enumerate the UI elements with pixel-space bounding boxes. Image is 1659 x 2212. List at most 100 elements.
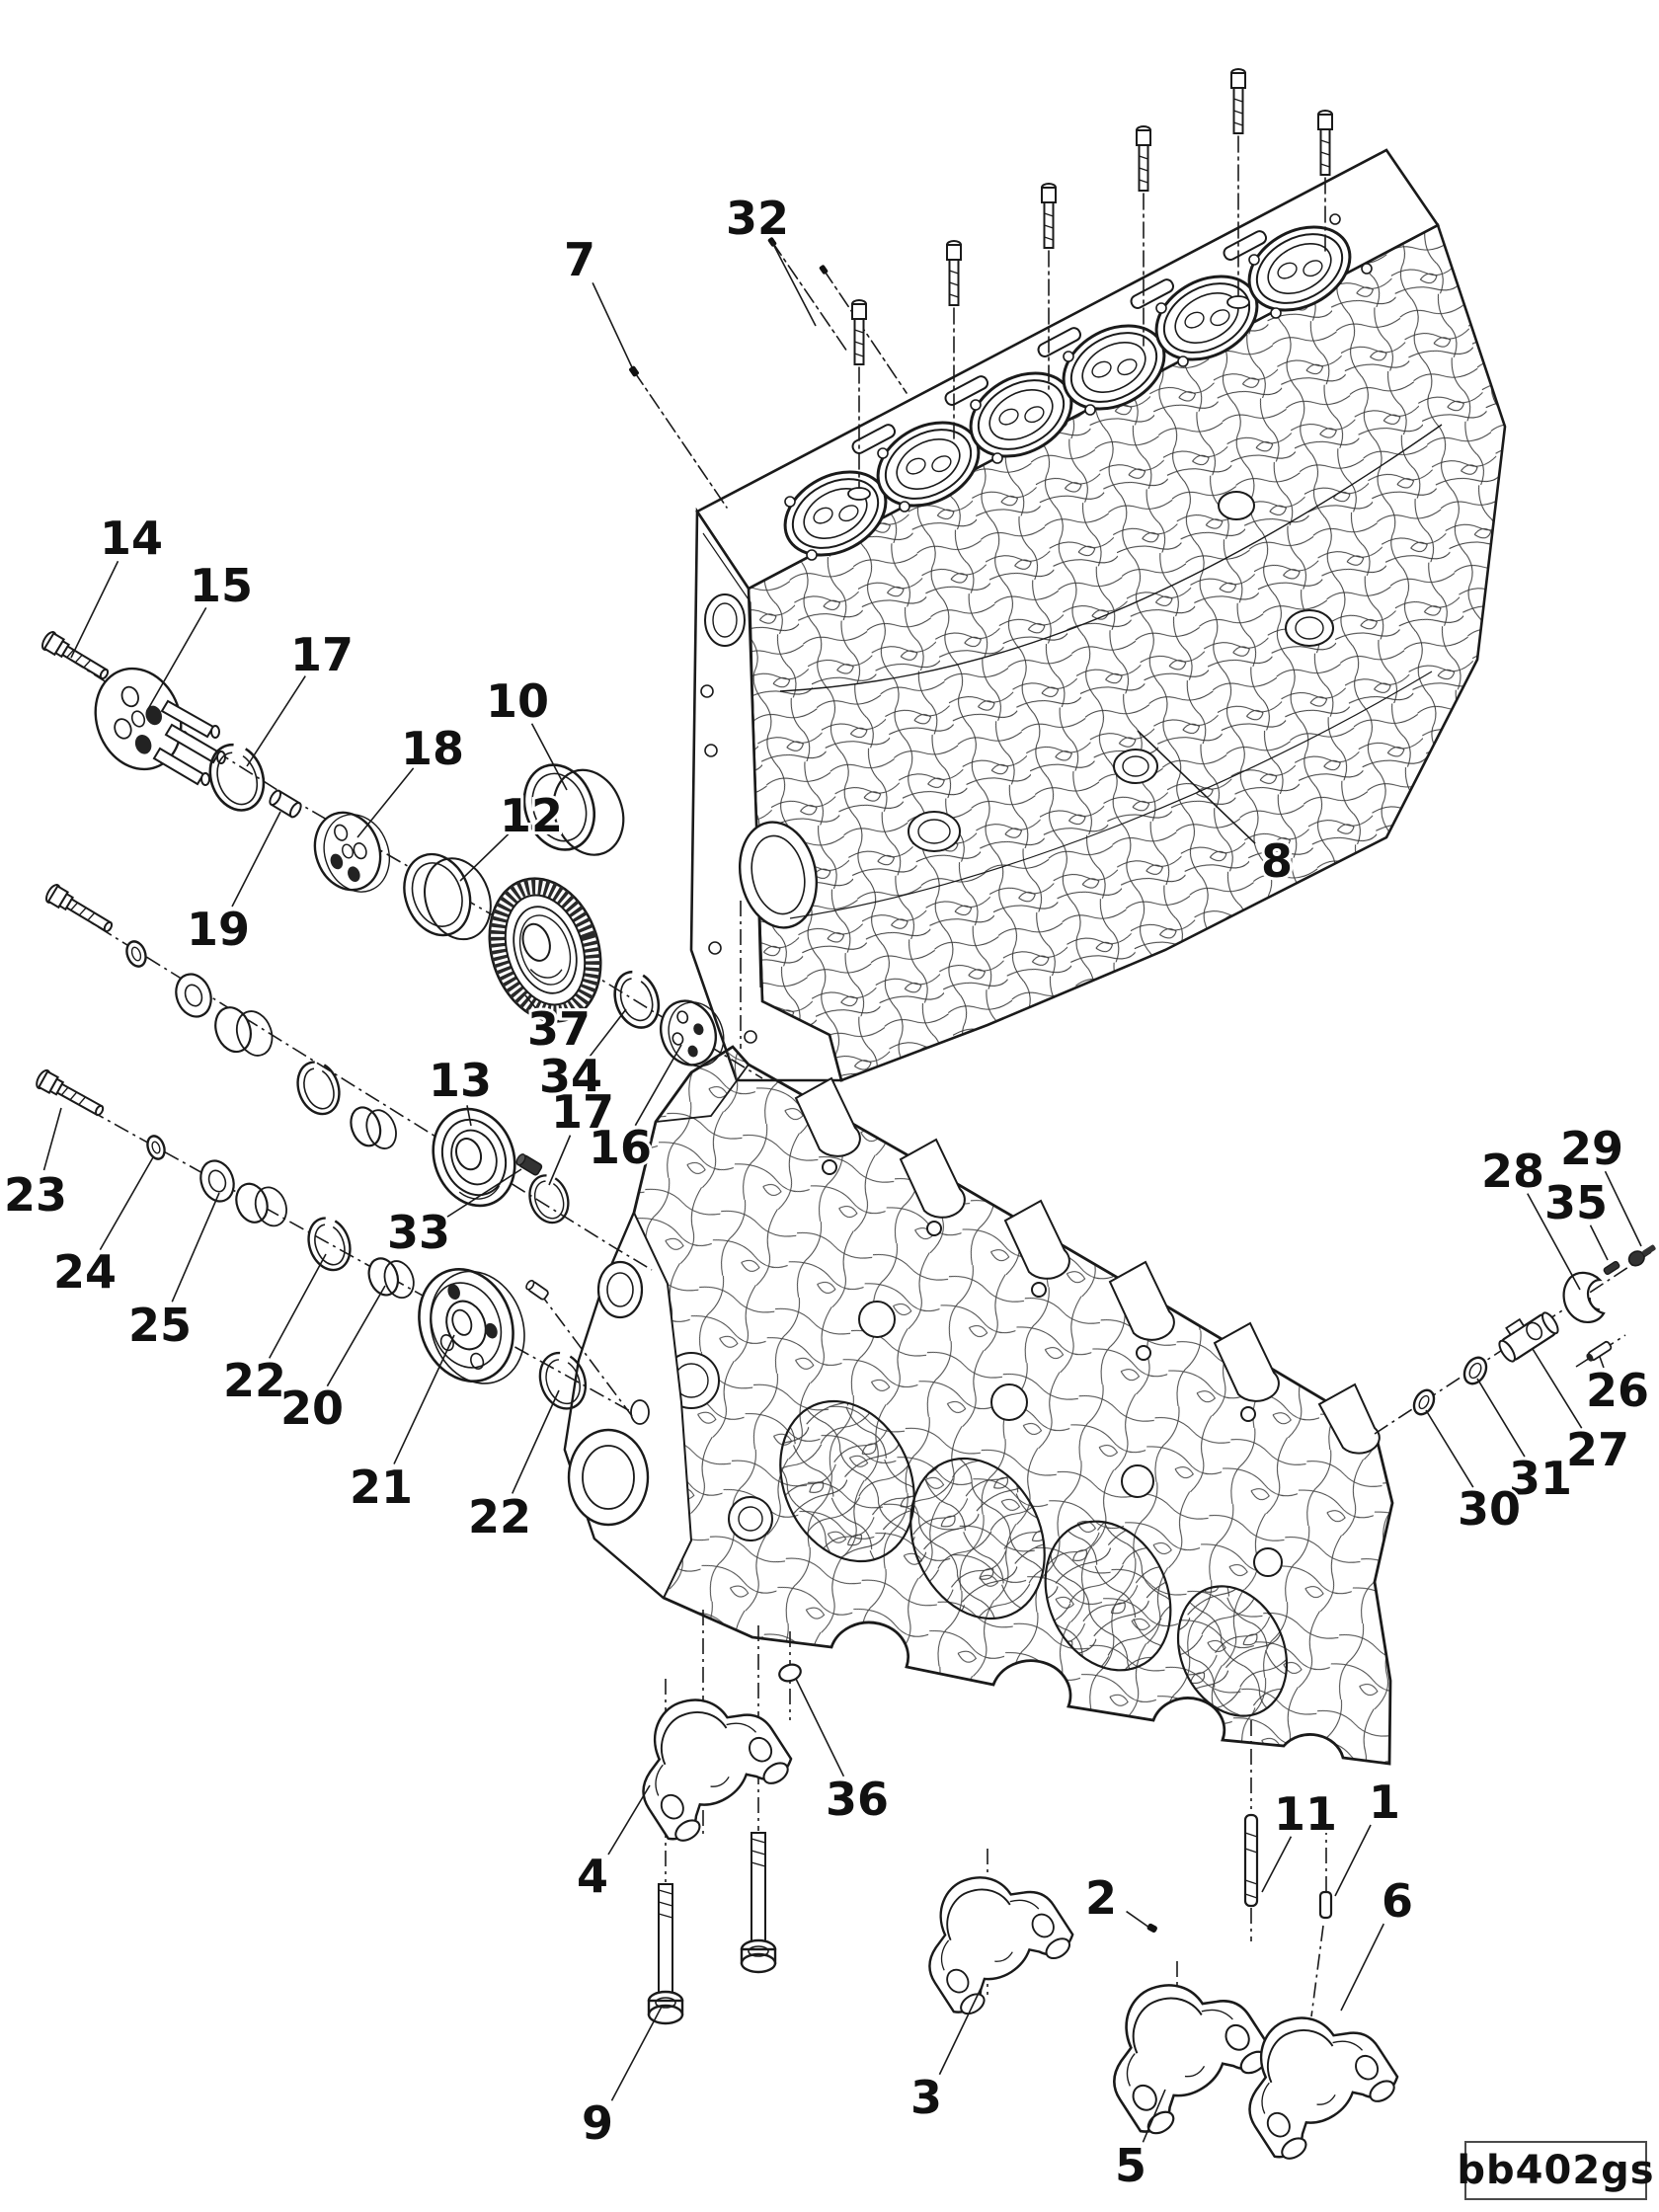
callout-label-23: 23 [4, 1168, 67, 1222]
main-bearing-webs [794, 1076, 1381, 1455]
callout-label-19: 19 [187, 903, 250, 956]
cylinder-bottom-arcs [779, 1399, 1289, 1717]
screw-29 [1627, 1244, 1656, 1267]
pin-33 [515, 1153, 543, 1176]
leader-line-25 [171, 1192, 220, 1303]
callout-label-2: 2 [1085, 1871, 1117, 1925]
plate-16 [660, 999, 725, 1067]
callout-label-14: 14 [100, 512, 163, 565]
callout-label-35: 35 [1544, 1176, 1608, 1229]
callout-label-10: 10 [486, 674, 549, 728]
oring-24 [146, 1135, 166, 1160]
callout-labels: 7328141517181012191337341716332324252220… [1, 189, 1652, 2195]
leader-line-2 [1126, 1910, 1150, 1929]
leader-lines [42, 240, 1642, 2143]
callout-label-16: 16 [589, 1121, 652, 1174]
top-block-front-face [689, 507, 843, 1082]
leader-line-36 [795, 1678, 845, 1778]
callout-label-34: 34 [539, 1050, 602, 1103]
block-left-end [563, 1210, 693, 1600]
callout-label-26: 26 [1586, 1364, 1649, 1417]
callout-label-15: 15 [190, 559, 253, 612]
chain-right-fittings [1412, 1244, 1656, 1416]
callout-label-3: 3 [910, 2071, 942, 2124]
engine-block-top [689, 148, 1507, 1082]
leader-line-30 [1425, 1409, 1474, 1488]
idler-gear-37 [488, 877, 602, 1023]
callout-label-31: 31 [1509, 1452, 1572, 1505]
leader-line-28 [1527, 1193, 1581, 1291]
leader-line-35 [1589, 1224, 1609, 1261]
plate-15 [94, 667, 226, 786]
callout-label-1: 1 [1369, 1776, 1400, 1829]
bearing-cap-5 [1076, 1949, 1279, 2144]
figure-code-box: bb402gs [1457, 2141, 1654, 2200]
callout-label-18: 18 [401, 722, 464, 775]
callout-label-28: 28 [1481, 1145, 1544, 1198]
leader-line-12 [459, 831, 511, 882]
callout-label-7: 7 [564, 233, 595, 286]
oring-b [125, 940, 147, 968]
deck-washer [847, 487, 871, 501]
leader-line-24 [99, 1156, 154, 1251]
leader-line-20 [326, 1285, 386, 1387]
engine-block-bottom [563, 1045, 1394, 1766]
valve-body-27 [1498, 1311, 1559, 1363]
bushing-b [214, 1006, 274, 1057]
deck-bolt-holes [784, 213, 1373, 561]
callout-label-4: 4 [577, 1850, 608, 1903]
main-bearing-caps [607, 1610, 1406, 2169]
leader-line-3 [938, 1988, 982, 2076]
leader-line-18 [356, 767, 415, 838]
chain-idler-gear [39, 628, 725, 1067]
callout-label-12: 12 [500, 789, 563, 842]
leader-line-33 [443, 1168, 522, 1221]
oring-30 [1412, 1388, 1436, 1416]
cap-bolt-9b [740, 1831, 777, 1974]
callout-label-27: 27 [1566, 1423, 1629, 1476]
callout-label-21: 21 [350, 1461, 413, 1514]
pin-26 [1586, 1340, 1613, 1362]
bottom-block-body [563, 1045, 1394, 1766]
cring-b [289, 1055, 348, 1122]
ring-b [350, 1106, 397, 1149]
callout-label-5: 5 [1115, 2139, 1146, 2192]
leader-line-15 [147, 606, 207, 710]
chain-crank-adapter [33, 1066, 588, 1410]
cring-17b [528, 1174, 570, 1224]
leader-line-4 [607, 1784, 651, 1856]
leader-line-5 [1142, 2089, 1166, 2143]
pulley-21 [418, 1267, 525, 1384]
washer-25 [199, 1159, 235, 1203]
callout-label-36: 36 [826, 1773, 889, 1826]
front-face-bosses [663, 1159, 1283, 1577]
leader-line-10 [530, 723, 568, 791]
bushing-25 [235, 1182, 287, 1227]
ring-12 [403, 852, 492, 941]
pin-left-face [525, 1280, 549, 1301]
leader-line-37 [524, 994, 539, 1012]
plate-18 [313, 811, 390, 893]
leader-line-13 [466, 1105, 472, 1127]
leader-line-16 [634, 1044, 682, 1127]
pin-35 [1603, 1260, 1620, 1276]
deck-washer [1226, 295, 1250, 309]
oring-31 [1462, 1356, 1488, 1385]
callout-label-13: 13 [429, 1054, 492, 1107]
leader-line-29 [1604, 1170, 1642, 1247]
leader-line-21 [393, 1334, 455, 1464]
callout-label-22: 22 [223, 1354, 286, 1407]
bolt-23 [33, 1066, 109, 1122]
leader-line-26 [1599, 1356, 1605, 1369]
bracket-28 [1562, 1271, 1606, 1323]
bearing-cap-3 [895, 1845, 1080, 2023]
dowel-pin-2 [1146, 1923, 1157, 1933]
oring-36 [778, 1663, 802, 1683]
leader-line-7 [592, 282, 633, 368]
callout-label-6: 6 [1382, 1874, 1413, 1928]
leader-line-32 [770, 240, 817, 327]
cap-bolt-9a [647, 1882, 684, 2025]
bolt-14 [39, 628, 114, 685]
bearing-hub-13 [432, 1107, 516, 1208]
